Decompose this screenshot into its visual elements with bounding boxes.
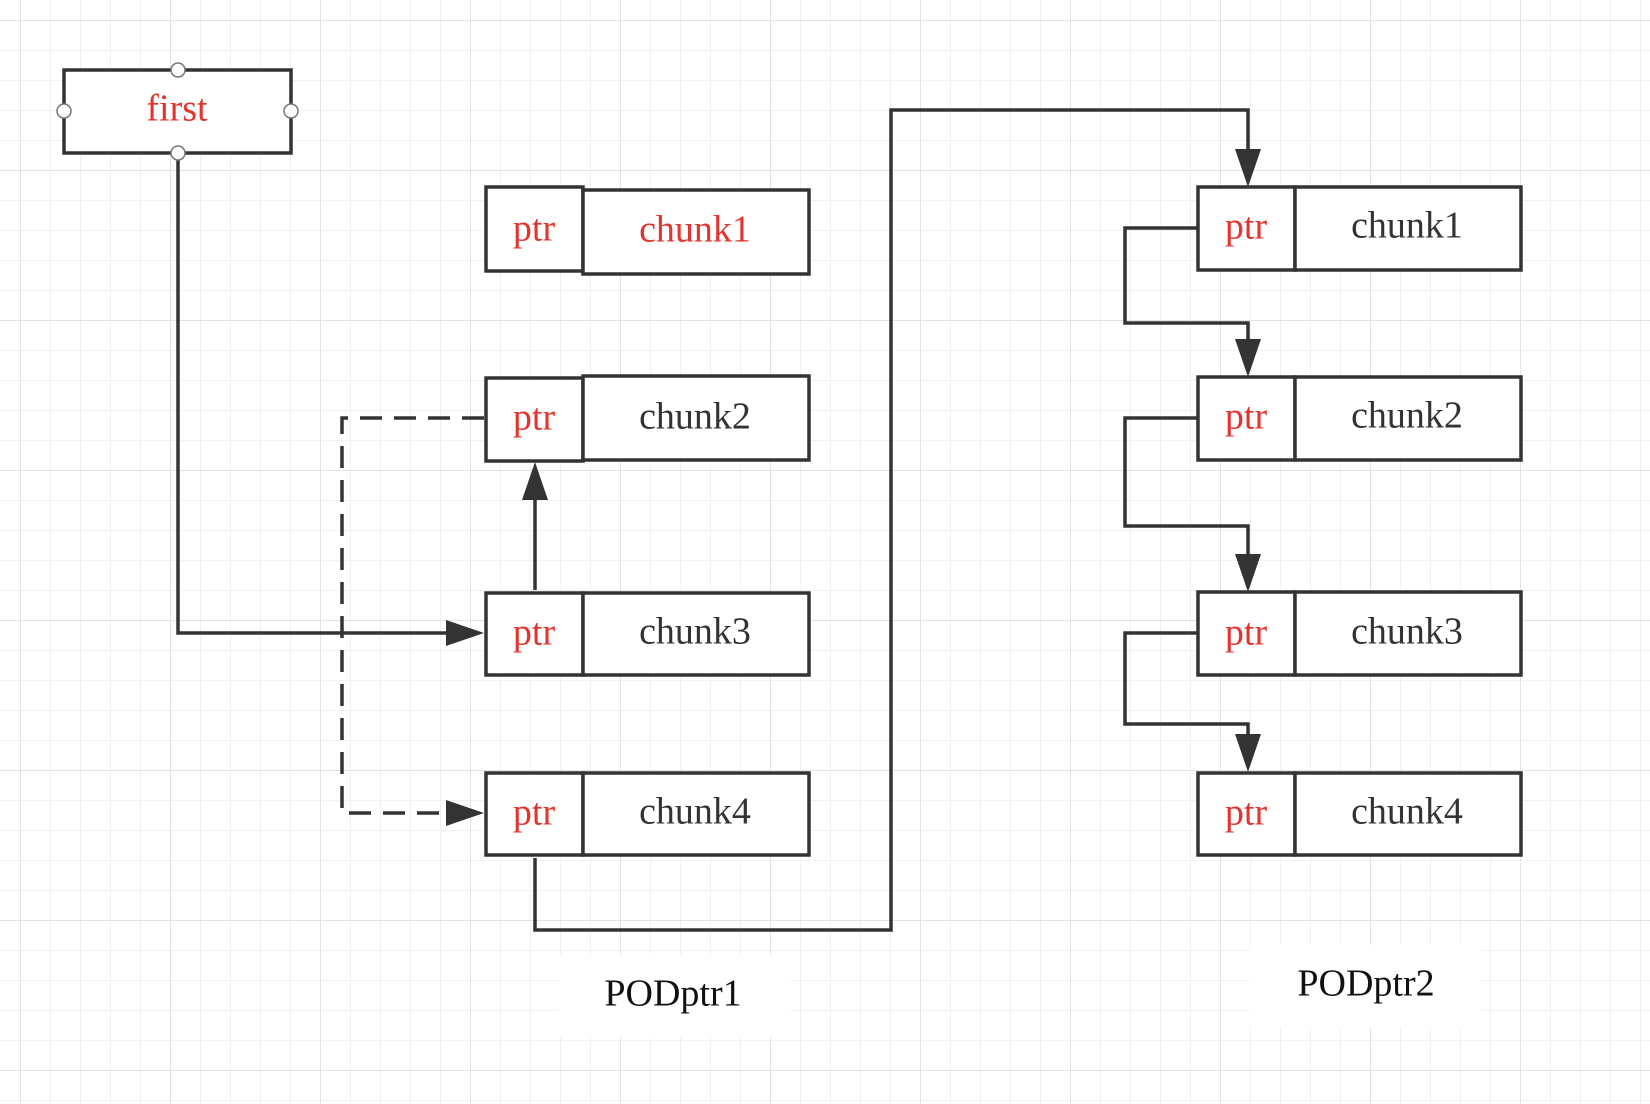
arrowhead-pool2-chunk3 bbox=[1235, 554, 1261, 592]
arrowhead-pool2-chunk2 bbox=[1235, 339, 1261, 377]
edge-pool2-chunk2-to-chunk3 bbox=[1123, 416, 1250, 555]
selection-handle-bottom[interactable] bbox=[170, 145, 186, 161]
arrowhead-pool2-chunk1 bbox=[1235, 149, 1261, 187]
pool1-chunk3-label: chunk3 bbox=[639, 611, 751, 653]
pool2-chunk3-label: chunk3 bbox=[1351, 611, 1463, 653]
arrowhead-pool1-chunk4 bbox=[446, 800, 484, 826]
selection-handle-right[interactable] bbox=[283, 103, 299, 119]
arrowhead-pool2-chunk4 bbox=[1235, 734, 1261, 772]
edge-pool1-chunk2-to-chunk4-dashed bbox=[340, 416, 484, 815]
pool2-chunk4-node[interactable]: ptr chunk4 bbox=[1196, 771, 1523, 857]
edge-pool1-chunk4-to-pool2-chunk1 bbox=[533, 108, 1250, 932]
pool2-chunk2-ptr: ptr bbox=[1225, 396, 1268, 438]
arrowhead-pool1-chunk3 bbox=[446, 620, 484, 646]
edge-pool2-chunk1-to-chunk2 bbox=[1123, 226, 1250, 340]
edge-first-to-pool1-chunk3 bbox=[176, 153, 448, 635]
selection-handle-top[interactable] bbox=[170, 62, 186, 78]
pool2-chunk4-ptr: ptr bbox=[1225, 792, 1268, 834]
pool1-chunk1-ptr: ptr bbox=[513, 208, 556, 250]
pool1-caption[interactable]: PODptr1 bbox=[604, 973, 741, 1015]
pool1-chunk4-ptr: ptr bbox=[513, 792, 556, 834]
pool1-chunk1-label: chunk1 bbox=[639, 209, 751, 251]
edge-pool2-chunk3-to-chunk4 bbox=[1123, 631, 1250, 735]
pool1-chunk4-label: chunk4 bbox=[639, 791, 751, 833]
pool2-chunk2-label: chunk2 bbox=[1351, 395, 1463, 437]
pool2-chunk1-ptr: ptr bbox=[1225, 206, 1268, 248]
pool2-caption-background bbox=[1250, 945, 1482, 1027]
pool1-chunk2-ptr: ptr bbox=[513, 397, 556, 439]
first-pointer-box[interactable]: first bbox=[56, 62, 299, 161]
pool2-chunk2-node[interactable]: ptr chunk2 bbox=[1196, 375, 1523, 462]
pool1-chunk2-node[interactable]: ptr chunk2 bbox=[484, 374, 811, 463]
pool2-chunk4-label: chunk4 bbox=[1351, 791, 1463, 833]
pool2-caption[interactable]: PODptr2 bbox=[1297, 963, 1434, 1005]
arrowhead-pool1-chunk2 bbox=[522, 462, 548, 500]
pool1-chunk3-node[interactable]: ptr chunk3 bbox=[484, 591, 811, 677]
pool2-chunk3-ptr: ptr bbox=[1225, 612, 1268, 654]
pool1-chunk2-label: chunk2 bbox=[639, 396, 751, 438]
pool2-chunk1-node[interactable]: ptr chunk1 bbox=[1196, 185, 1523, 272]
pool1-chunk4-node[interactable]: ptr chunk4 bbox=[484, 771, 811, 857]
pool1-chunk3-ptr: ptr bbox=[513, 612, 556, 654]
pool2-chunk3-node[interactable]: ptr chunk3 bbox=[1196, 590, 1523, 677]
pool1-caption-background bbox=[558, 955, 790, 1037]
pool1-chunk1-node[interactable]: ptr chunk1 bbox=[484, 185, 811, 276]
selection-handle-left[interactable] bbox=[56, 103, 72, 119]
first-label: first bbox=[146, 88, 208, 130]
pool2-chunk1-label: chunk1 bbox=[1351, 205, 1463, 247]
